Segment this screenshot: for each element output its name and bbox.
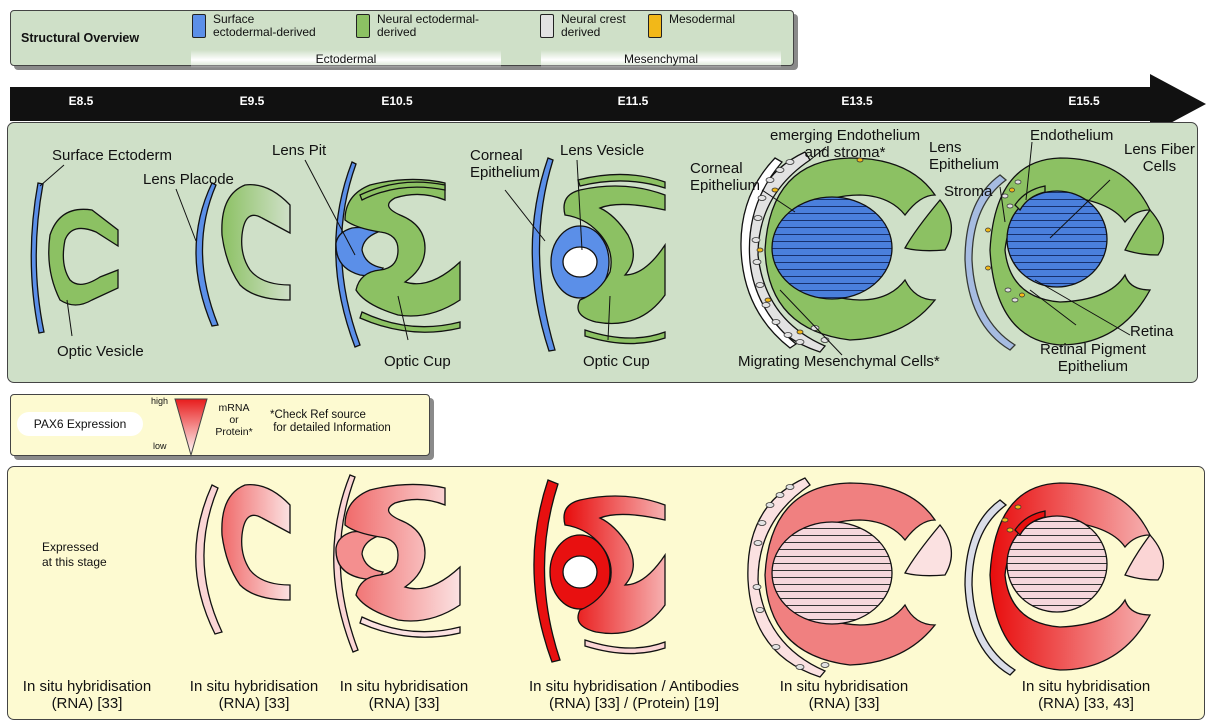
- method-e8-5: In situ hybridisation(RNA) [33]: [23, 678, 151, 712]
- method-e15-5: In situ hybridisation(RNA) [33, 43]: [1022, 678, 1150, 712]
- method-e13-5: In situ hybridisation(RNA) [33]: [780, 678, 908, 712]
- method-e9-5: In situ hybridisation(RNA) [33]: [190, 678, 318, 712]
- method-e11-5: In situ hybridisation / Antibodies(RNA) …: [529, 678, 739, 712]
- method-e10-5: In situ hybridisation(RNA) [33]: [340, 678, 468, 712]
